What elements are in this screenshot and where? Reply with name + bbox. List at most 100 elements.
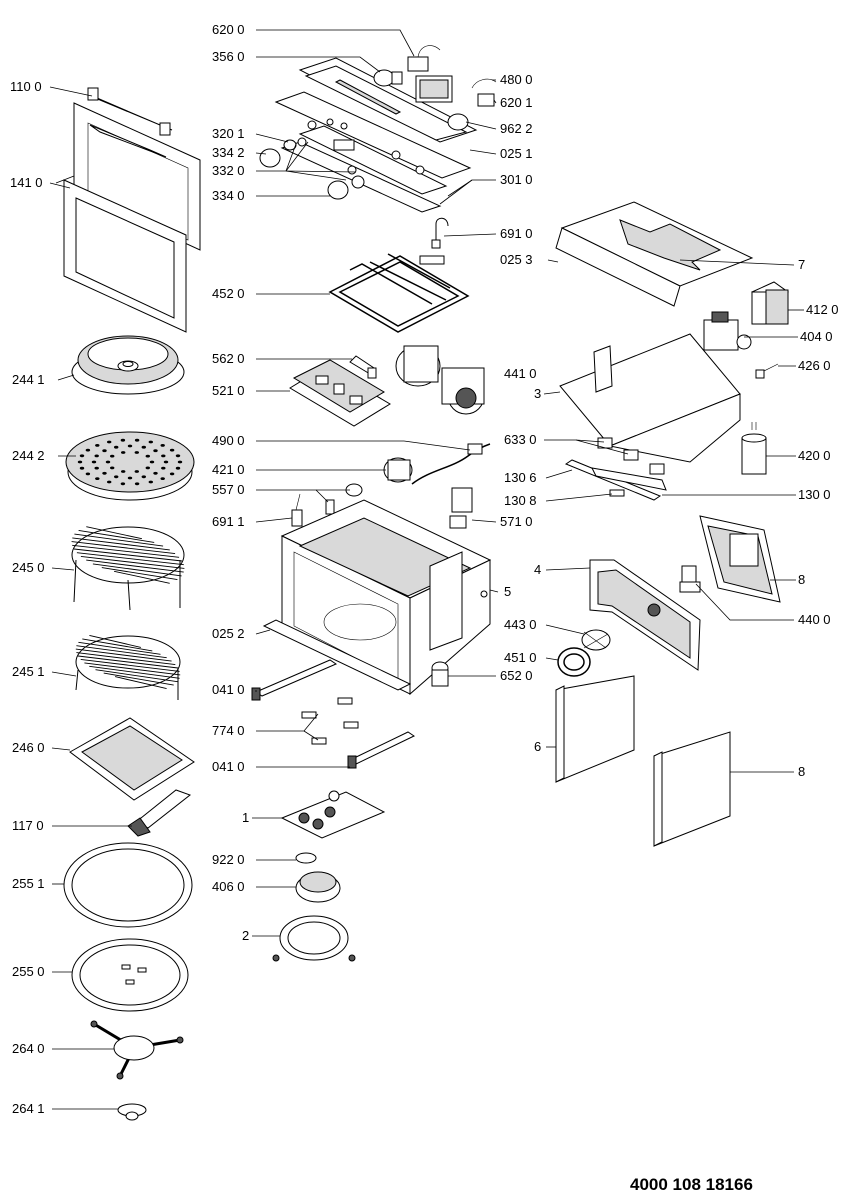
cable-480 bbox=[471, 78, 497, 89]
cooling-fan-switch bbox=[407, 45, 441, 72]
label-025-1: 025 1 bbox=[500, 146, 533, 161]
label-356-0: 356 0 bbox=[212, 49, 245, 64]
label-443-0: 443 0 bbox=[504, 617, 537, 632]
label-521-0: 521 0 bbox=[212, 383, 245, 398]
label-421-0: 421 0 bbox=[212, 462, 245, 477]
lamp-440 bbox=[679, 565, 701, 593]
high-rack bbox=[71, 526, 185, 611]
light-switch bbox=[373, 69, 403, 87]
label-633-0: 633 0 bbox=[504, 432, 537, 447]
lamp-socket-652 bbox=[431, 661, 449, 687]
crisp-plate-cover bbox=[71, 335, 185, 395]
convection-fan-443 bbox=[581, 629, 611, 651]
grill-reflector-8 bbox=[699, 515, 781, 603]
label-7: 7 bbox=[798, 257, 805, 272]
label-334-2: 334 2 bbox=[212, 145, 245, 160]
label-244-1: 244 1 bbox=[12, 372, 45, 387]
outer-door-glass bbox=[73, 102, 201, 251]
label-025-2: 025 2 bbox=[212, 626, 245, 641]
label-6: 6 bbox=[534, 739, 541, 754]
label-562-0: 562 0 bbox=[212, 351, 245, 366]
latch-bracket bbox=[564, 459, 667, 501]
door-seal-025-2 bbox=[262, 619, 412, 691]
label-332-0: 332 0 bbox=[212, 163, 245, 178]
label-452-0: 452 0 bbox=[212, 286, 245, 301]
turntable-support bbox=[90, 1020, 184, 1080]
label-620-1: 620 1 bbox=[500, 95, 533, 110]
transformer-412 bbox=[751, 281, 789, 325]
label-264-0: 264 0 bbox=[12, 1041, 45, 1056]
sensor-691-1 bbox=[291, 493, 303, 527]
grill-element bbox=[328, 253, 470, 333]
label-406-0: 406 0 bbox=[212, 879, 245, 894]
label-130-6: 130 6 bbox=[504, 470, 537, 485]
label-1: 1 bbox=[242, 810, 249, 825]
magnetron-404 bbox=[703, 311, 752, 351]
convection-element-451 bbox=[557, 647, 591, 677]
power-cable bbox=[411, 443, 491, 485]
oven-cavity bbox=[280, 499, 492, 696]
hinge-screws bbox=[301, 697, 359, 745]
label-334-0: 334 0 bbox=[212, 188, 245, 203]
label-691-0: 691 0 bbox=[500, 226, 533, 241]
label-420-0: 420 0 bbox=[798, 448, 831, 463]
leader-lines bbox=[49, 29, 804, 1110]
label-117-0: 117 0 bbox=[12, 818, 44, 833]
motor-bracket bbox=[272, 915, 356, 962]
label-691-1: 691 1 bbox=[212, 514, 245, 529]
switch-620-1 bbox=[477, 93, 495, 107]
door-hinge-lower bbox=[347, 731, 416, 769]
label-8-top: 8 bbox=[798, 572, 805, 587]
label-3: 3 bbox=[534, 386, 541, 401]
label-246-0: 246 0 bbox=[12, 740, 45, 755]
fuse bbox=[349, 355, 377, 379]
capacitor-420 bbox=[741, 422, 767, 475]
baking-tray bbox=[69, 717, 195, 801]
low-rack bbox=[75, 634, 181, 700]
turntable-motor bbox=[295, 871, 341, 903]
knobs bbox=[259, 137, 365, 200]
turntable-coupler bbox=[117, 1103, 147, 1121]
part-labels: 620 0 356 0 480 0 620 1 962 2 025 1 110 … bbox=[10, 22, 839, 1116]
control-board bbox=[289, 359, 391, 427]
label-426-0: 426 0 bbox=[798, 358, 831, 373]
label-245-0: 245 0 bbox=[12, 560, 45, 575]
label-652-0: 652 0 bbox=[500, 668, 533, 683]
label-110-0: 110 0 bbox=[10, 79, 42, 94]
diode-426 bbox=[755, 363, 779, 379]
noise-filter-571 bbox=[449, 487, 473, 529]
label-922-0: 922 0 bbox=[212, 852, 245, 867]
label-245-1: 245 1 bbox=[12, 664, 45, 679]
coupler-922 bbox=[295, 852, 317, 864]
document-number: 4000 108 18166 bbox=[630, 1175, 753, 1194]
label-5: 5 bbox=[504, 584, 511, 599]
label-255-0: 255 0 bbox=[12, 964, 45, 979]
label-962-2: 962 2 bbox=[500, 121, 533, 136]
label-025-3: 025 3 bbox=[500, 252, 533, 267]
encoder-962 bbox=[447, 113, 469, 131]
label-404-0: 404 0 bbox=[800, 329, 833, 344]
crisp-dish bbox=[63, 842, 193, 928]
temperature-sensor bbox=[431, 217, 449, 249]
door-hinge-upper bbox=[251, 659, 338, 701]
right-side-panel-4 bbox=[589, 559, 701, 671]
tray-handle bbox=[127, 789, 192, 837]
label-255-1: 255 1 bbox=[12, 876, 45, 891]
label-301-0: 301 0 bbox=[500, 172, 533, 187]
capacitor-421 bbox=[383, 457, 413, 483]
outer-case-left-6 bbox=[555, 675, 635, 783]
label-130-0: 130 0 bbox=[798, 487, 831, 502]
label-774-0: 774 0 bbox=[212, 723, 245, 738]
display-module bbox=[415, 75, 453, 103]
label-490-0: 490 0 bbox=[212, 433, 245, 448]
label-620-0: 620 0 bbox=[212, 22, 245, 37]
interlock-switches bbox=[597, 437, 665, 475]
label-2: 2 bbox=[242, 928, 249, 943]
inner-door-frame bbox=[63, 179, 187, 333]
glass-turntable bbox=[71, 938, 189, 1012]
label-441-0: 441 0 bbox=[504, 366, 537, 381]
thermostat-557 bbox=[325, 483, 363, 515]
label-041-0-lower: 041 0 bbox=[212, 759, 245, 774]
door-handle bbox=[87, 87, 173, 136]
